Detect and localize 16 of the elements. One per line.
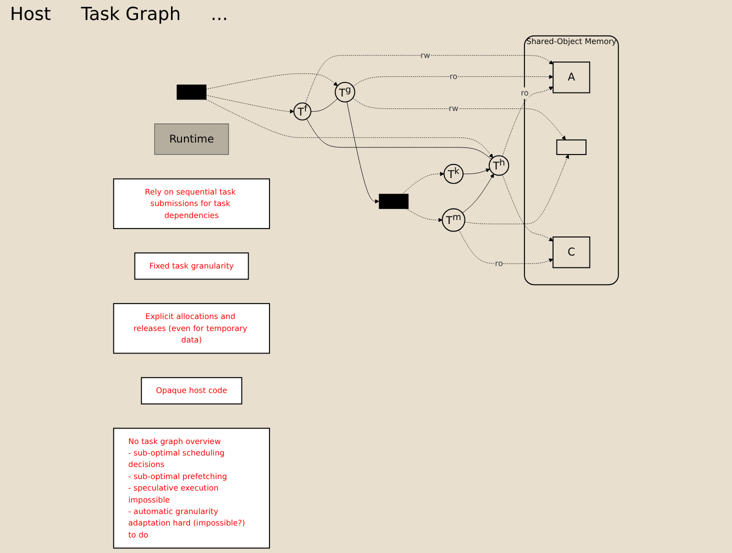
label-text: Task Graph — [80, 4, 181, 27]
label-text: ... — [210, 4, 228, 27]
node-circle: T$^{k}$ — [444, 164, 464, 184]
label-text: Host — [10, 4, 51, 27]
connector — [306, 118, 492, 160]
node-box — [176, 84, 206, 100]
node-box: C — [552, 236, 590, 268]
node-circle: T$^{g}$ — [334, 82, 356, 102]
connector — [310, 98, 338, 112]
node-circle: T$^{h}$ — [488, 155, 510, 176]
node-circle: T$^{f}$ — [293, 102, 312, 120]
node-box: A — [552, 62, 590, 94]
node-box — [556, 139, 586, 156]
node-box — [378, 194, 409, 209]
node-circle: T$^{m}$ — [442, 208, 466, 232]
node-box: Runtime — [154, 124, 229, 155]
